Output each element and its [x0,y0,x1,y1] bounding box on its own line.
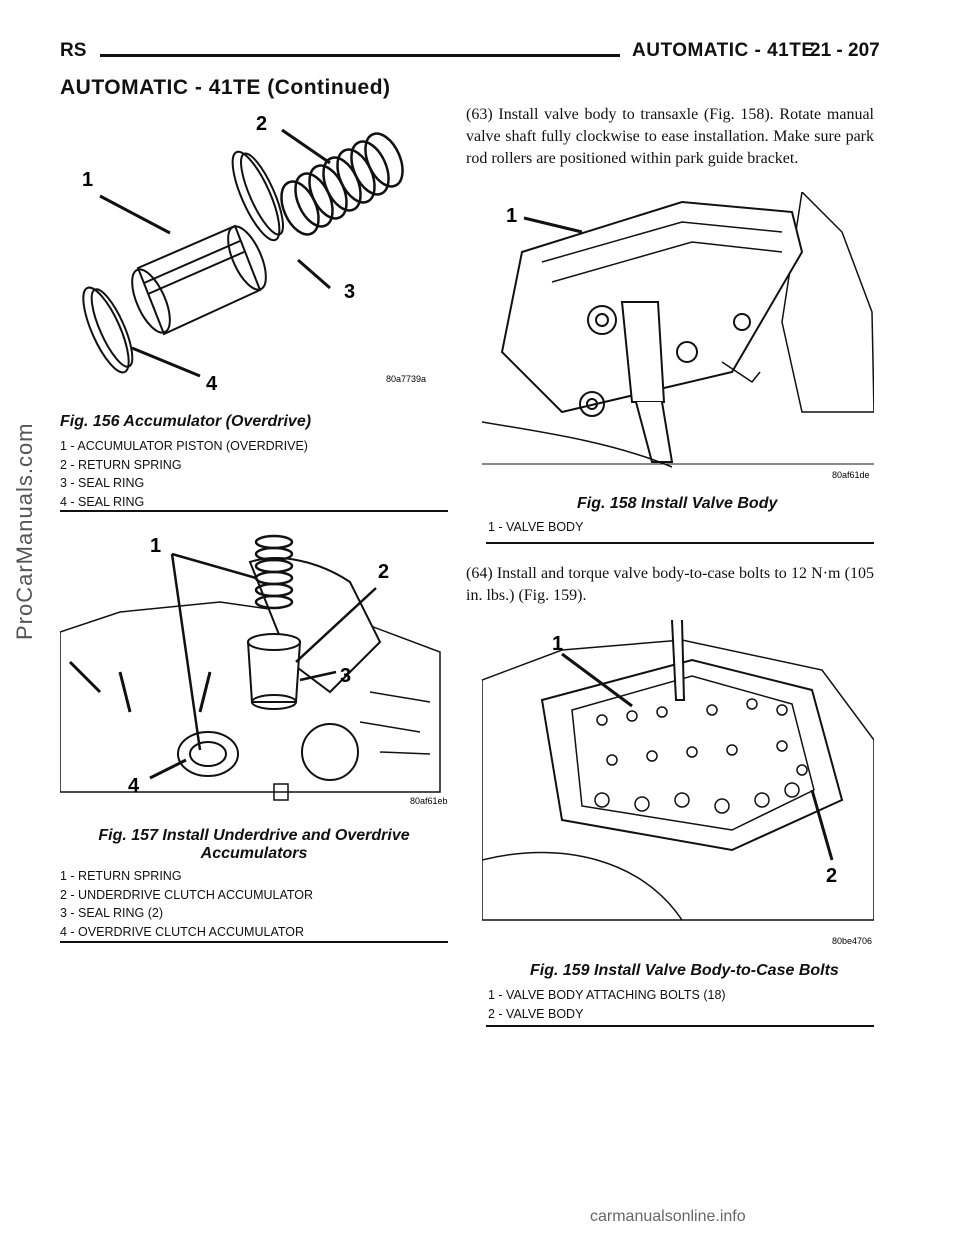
fig158-legend-item: 1 - VALVE BODY [488,520,584,534]
fig158-rule [486,542,874,544]
header-chapter: AUTOMATIC - 41TE [632,40,815,61]
fig156-legend-item: 3 - SEAL RING [60,476,145,490]
fig159-callout-2: 2 [826,865,837,887]
side-watermark: ProCarManuals.com [12,422,37,640]
fig156-legend-item: 1 - ACCUMULATOR PISTON (OVERDRIVE) [60,439,308,453]
fig157-illustration: 1 2 3 4 80af61eb [60,534,448,806]
fig157-callout-4: 4 [128,775,140,797]
fig157-caption-line2: Accumulators [200,845,308,862]
fig157-callout-2: 2 [378,561,389,583]
fig159-code: 80be4706 [832,936,872,946]
section-title: AUTOMATIC - 41TE (Continued) [60,76,391,99]
fig156-code: 80a7739a [386,374,426,384]
header-rule [100,54,620,57]
fig157-legend-item: 2 - UNDERDRIVE CLUTCH ACCUMULATOR [60,887,314,902]
fig157-callout-3: 3 [340,665,351,687]
fig158-callout-1: 1 [506,205,517,227]
fig156-legend: 1 - ACCUMULATOR PISTON (OVERDRIVE) 2 - R… [60,437,308,511]
fig157-callout-1: 1 [150,535,161,557]
fig159-legend: 1 - VALVE BODY ATTACHING BOLTS (18) 2 - … [488,986,726,1023]
fig159-rule [486,1025,874,1027]
footer-watermark: carmanualsonline.info [590,1208,746,1225]
fig157-caption: Fig. 157 Install Underdrive and Overdriv… [60,827,448,863]
fig157-caption-line1: Fig. 157 Install Underdrive and Overdriv… [98,827,410,844]
fig156-callout-3: 3 [344,281,355,303]
fig156-rule [60,510,448,512]
fig159-legend-item: 2 - VALVE BODY [488,1006,584,1021]
fig156-legend-item: 4 - SEAL RING [60,494,145,509]
fig156-legend-item: 2 - RETURN SPRING [60,457,182,472]
fig158-legend: 1 - VALVE BODY [488,518,583,537]
fig156-callout-1: 1 [82,169,93,191]
fig157-rule [60,941,448,943]
fig158-caption: Fig. 158 Install Valve Body [577,495,778,512]
fig156-caption: Fig. 156 Accumulator (Overdrive) [60,413,312,430]
fig157-code: 80af61eb [410,796,448,806]
fig156-illustration: 1 2 3 4 80a7739a [82,113,426,395]
step-64: (64) Install and torque valve body-to-ca… [466,565,874,604]
fig159-callout-1: 1 [552,633,563,655]
header-section-code: RS [60,40,87,61]
fig158-illustration: 1 80af61de [482,192,874,480]
fig157-legend-item: 4 - OVERDRIVE CLUTCH ACCUMULATOR [60,924,305,939]
fig159-legend-item: 1 - VALVE BODY ATTACHING BOLTS (18) [488,988,726,1002]
step-63: (63) Install valve body to transaxle (Fi… [466,106,874,167]
fig157-legend-item: 3 - SEAL RING (2) [60,906,164,920]
fig159-illustration: 1 2 80be4706 [482,620,874,946]
fig157-legend: 1 - RETURN SPRING 2 - UNDERDRIVE CLUTCH … [60,867,313,941]
fig157-legend-item: 1 - RETURN SPRING [60,869,182,883]
fig156-callout-2: 2 [256,113,267,135]
page-number: 21 - 207 [810,40,880,61]
fig156-callout-4: 4 [206,373,218,395]
fig158-code: 80af61de [832,470,870,480]
fig159-caption: Fig. 159 Install Valve Body-to-Case Bolt… [530,962,839,979]
